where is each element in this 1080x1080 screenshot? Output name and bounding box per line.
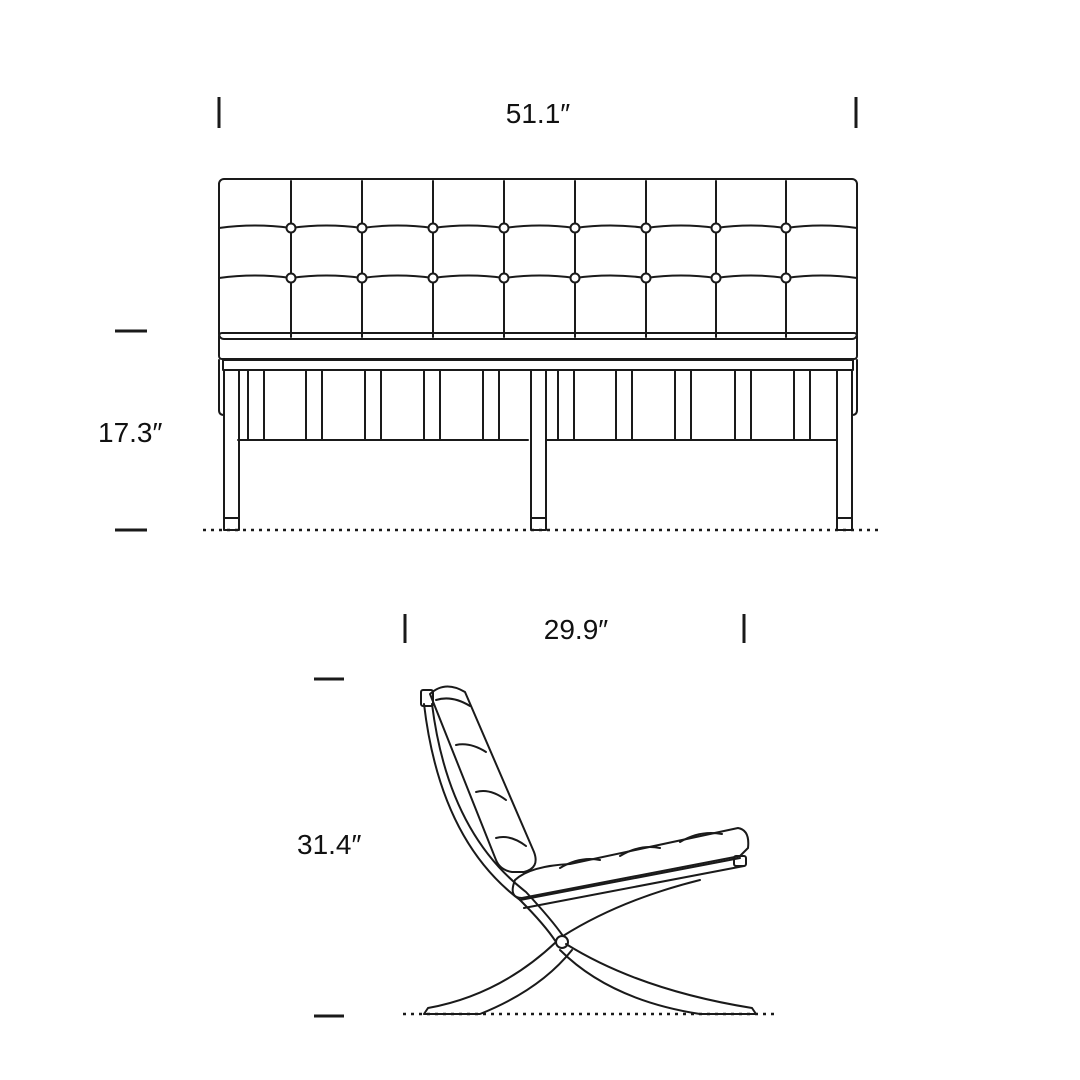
support-straps: [247, 369, 811, 441]
side-height-label: 31.4″: [297, 829, 361, 860]
leg-center: [530, 369, 547, 531]
support-strap: [423, 369, 441, 441]
panel-seam-horizontal: [361, 274, 434, 279]
panel-seam-horizontal: [503, 274, 576, 279]
front-leg: [423, 941, 573, 1015]
panel-seam-horizontal: [361, 224, 434, 229]
sofa-legs: [223, 369, 853, 531]
support-strap: [305, 369, 323, 441]
back-frame-outer: [423, 703, 557, 943]
panel-seam-horizontal: [574, 274, 647, 279]
sofa-front-drawing: [218, 178, 858, 531]
tuft-button: [780, 222, 792, 234]
support-strap: [615, 369, 633, 441]
tuft-button: [285, 272, 297, 284]
support-strap: [364, 369, 382, 441]
seat-frame-cap: [733, 855, 747, 867]
support-strap: [674, 369, 692, 441]
back-cushion: [429, 685, 537, 873]
tuft-button: [356, 222, 368, 234]
panel-seam-horizontal: [785, 224, 858, 229]
support-strap: [247, 369, 265, 441]
frame-top-cap: [420, 689, 434, 707]
chair-side-drawing: [420, 685, 757, 1015]
panel-seam-horizontal: [218, 224, 292, 229]
tuft-button: [710, 272, 722, 284]
support-strap: [793, 369, 811, 441]
panel-seam-horizontal: [785, 274, 858, 279]
tuft-button: [780, 272, 792, 284]
tuft-button: [640, 222, 652, 234]
panel-seam-horizontal: [503, 224, 576, 229]
back-frame-inner: [431, 703, 564, 937]
panel-seam-horizontal: [715, 224, 787, 229]
cross-joint: [555, 935, 569, 949]
rear-lower-leg: [559, 943, 757, 1015]
side-view: 29.9″ 31.4″: [297, 614, 776, 1018]
panel-seam-horizontal: [432, 224, 505, 229]
panel-seam-horizontal: [290, 224, 363, 229]
support-strap: [482, 369, 500, 441]
seat-frame-rail: [222, 359, 854, 371]
tuft-button: [427, 272, 439, 284]
tuft-button: [498, 272, 510, 284]
seat-cushion: [218, 332, 858, 360]
panel-seam-horizontal: [218, 274, 292, 279]
tuft-button: [498, 222, 510, 234]
tuft-button: [640, 272, 652, 284]
panel-seam-horizontal: [645, 274, 717, 279]
support-strap: [557, 369, 575, 441]
leg-left: [223, 369, 240, 531]
support-strap: [734, 369, 752, 441]
tuft-button: [569, 222, 581, 234]
panel-seam-horizontal: [574, 224, 647, 229]
panel-seam-horizontal: [645, 224, 717, 229]
tuft-button: [285, 222, 297, 234]
leg-right: [836, 369, 853, 531]
tuft-button: [569, 272, 581, 284]
panel-seam-horizontal: [290, 274, 363, 279]
tuft-button: [427, 222, 439, 234]
tufted-panels: [218, 180, 858, 338]
panel-seam-horizontal: [715, 274, 787, 279]
front-width-label: 51.1″: [506, 98, 570, 129]
panel-seam-horizontal: [432, 274, 505, 279]
tuft-button: [356, 272, 368, 284]
front-height-label: 17.3″: [98, 417, 162, 448]
side-depth-label: 29.9″: [544, 614, 608, 645]
rear-upper-leg: [562, 879, 701, 937]
backrest-outline: [218, 178, 858, 340]
front-view: 51.1″ 17.3″: [98, 97, 880, 532]
tuft-button: [710, 222, 722, 234]
seat-frame: [519, 857, 745, 909]
